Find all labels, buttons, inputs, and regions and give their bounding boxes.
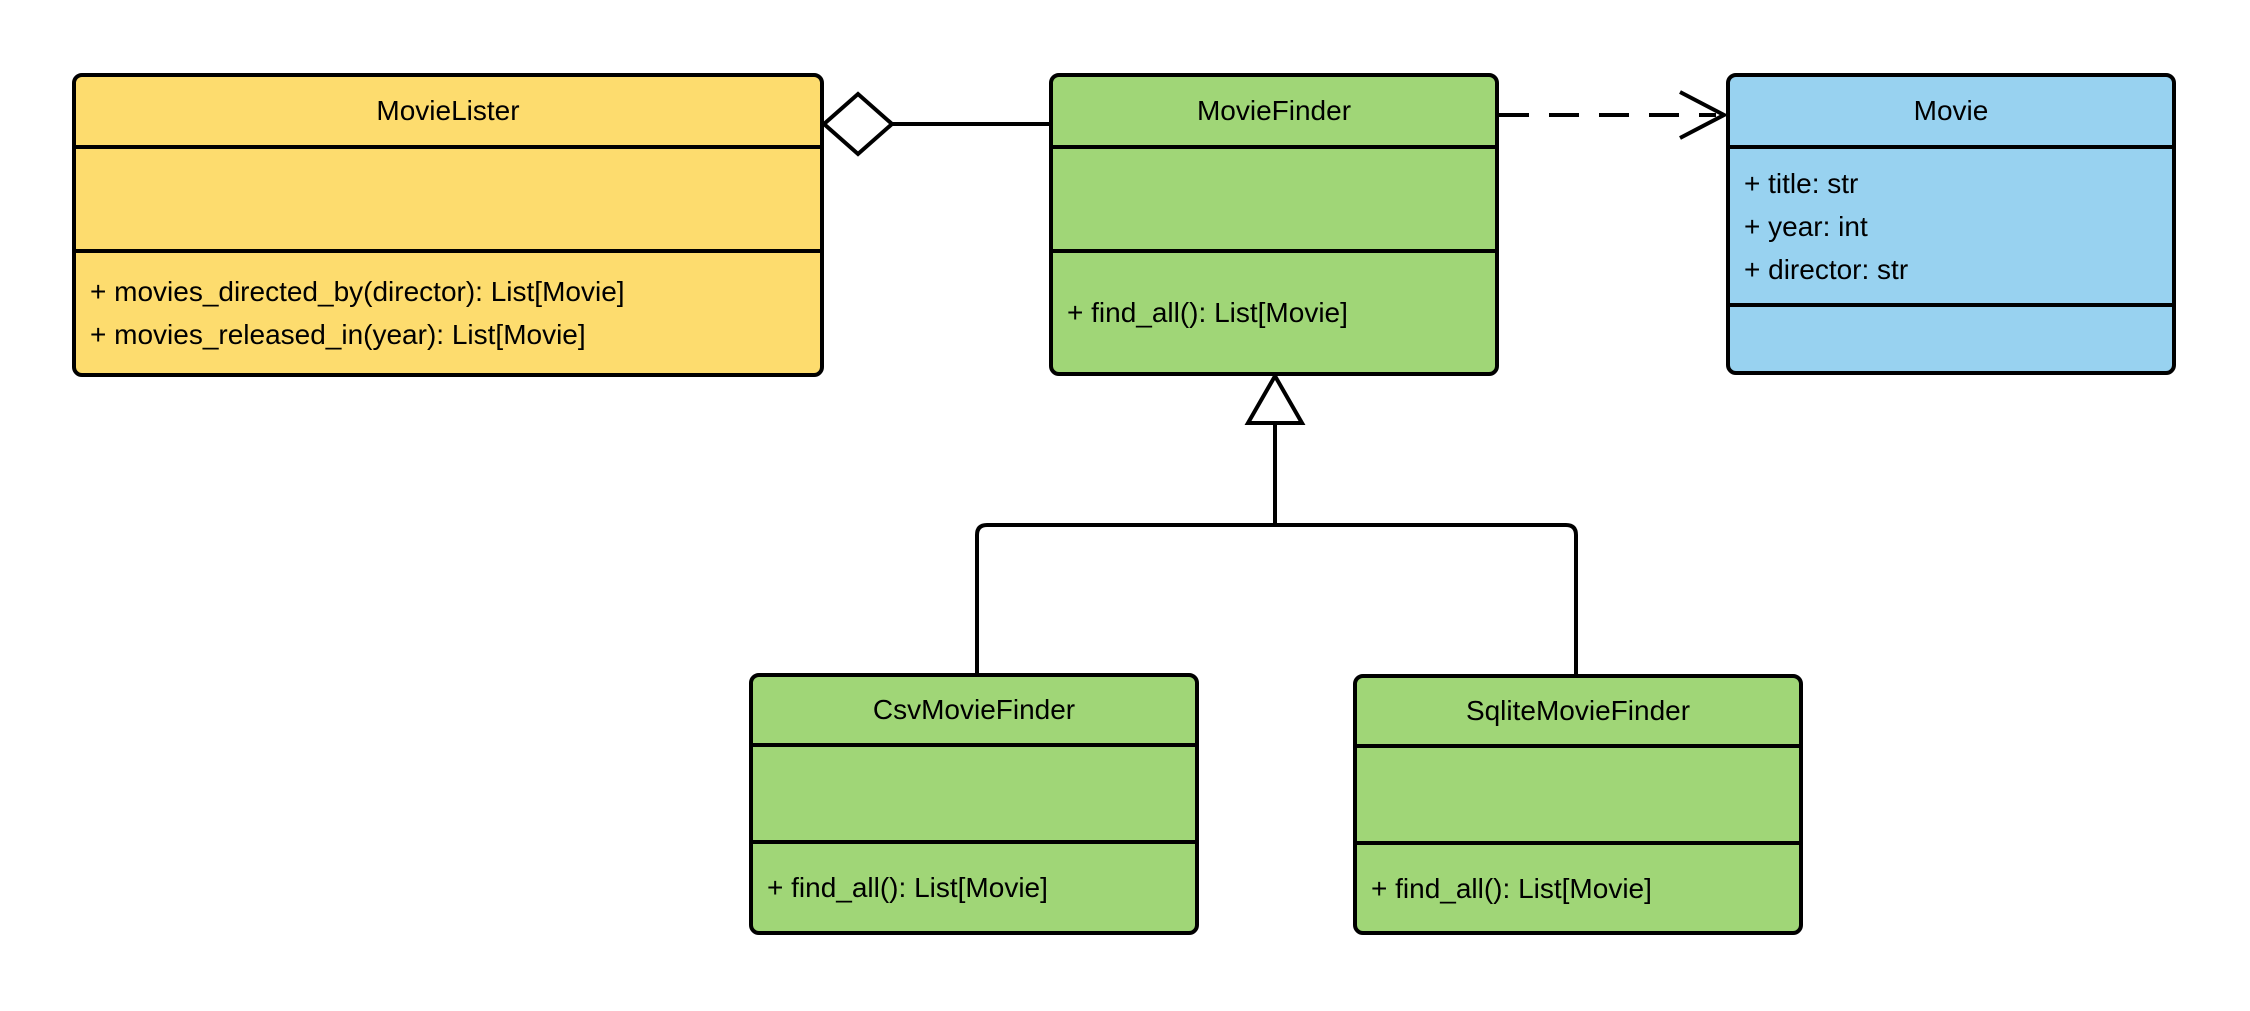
class-methods-compartment: + find_all(): List[Movie]: [753, 840, 1195, 931]
attribute-item: + title: str: [1744, 167, 1859, 199]
class-movielister: MovieLister + movies_directed_by(directo…: [72, 73, 824, 377]
class-methods-compartment: + find_all(): List[Movie]: [1357, 841, 1799, 931]
class-attributes-compartment: [753, 743, 1195, 840]
generalization-connector: [975, 371, 1578, 678]
attribute-item: + director: str: [1744, 253, 1909, 285]
generalization-triangle-icon: [1244, 371, 1306, 425]
class-sqlitemoviefinder: SqliteMovieFinder + find_all(): List[Mov…: [1353, 674, 1803, 935]
generalization-branch-right-line: [1275, 523, 1578, 678]
dependency-connector: [1499, 90, 1729, 140]
method-item: + find_all(): List[Movie]: [1067, 297, 1348, 328]
class-methods-compartment: + movies_directed_by(director): List[Mov…: [76, 249, 820, 373]
class-attributes-compartment: [1357, 744, 1799, 841]
class-attributes-compartment: [76, 145, 820, 249]
class-title: MovieFinder: [1196, 95, 1352, 126]
attribute-item: + year: int: [1744, 210, 1868, 242]
aggregation-diamond-icon: [820, 91, 896, 157]
class-attributes-compartment: + title: str + year: int + director: str: [1730, 145, 2172, 303]
aggregation-connector: [820, 91, 1055, 157]
class-methods-compartment: [1730, 303, 2172, 371]
class-title: CsvMovieFinder: [872, 694, 1076, 725]
class-movie: Movie + title: str + year: int + directo…: [1726, 73, 2176, 375]
method-item: + find_all(): List[Movie]: [767, 872, 1048, 903]
class-title: Movie: [1913, 95, 1989, 126]
class-moviefinder: MovieFinder + find_all(): List[Movie]: [1049, 73, 1499, 376]
method-item: + movies_released_in(year): List[Movie]: [90, 319, 586, 350]
class-methods-compartment: + find_all(): List[Movie]: [1053, 249, 1495, 372]
class-title: MovieLister: [376, 95, 520, 126]
class-title: SqliteMovieFinder: [1465, 695, 1691, 726]
method-item: + find_all(): List[Movie]: [1371, 872, 1652, 904]
method-item: + movies_directed_by(director): List[Mov…: [90, 276, 625, 307]
class-csvmoviefinder: CsvMovieFinder + find_all(): List[Movie]: [749, 673, 1199, 935]
dependency-open-arrowhead-icon: [1679, 90, 1729, 140]
class-attributes-compartment: [1053, 145, 1495, 249]
generalization-branch-left-line: [975, 523, 1275, 678]
